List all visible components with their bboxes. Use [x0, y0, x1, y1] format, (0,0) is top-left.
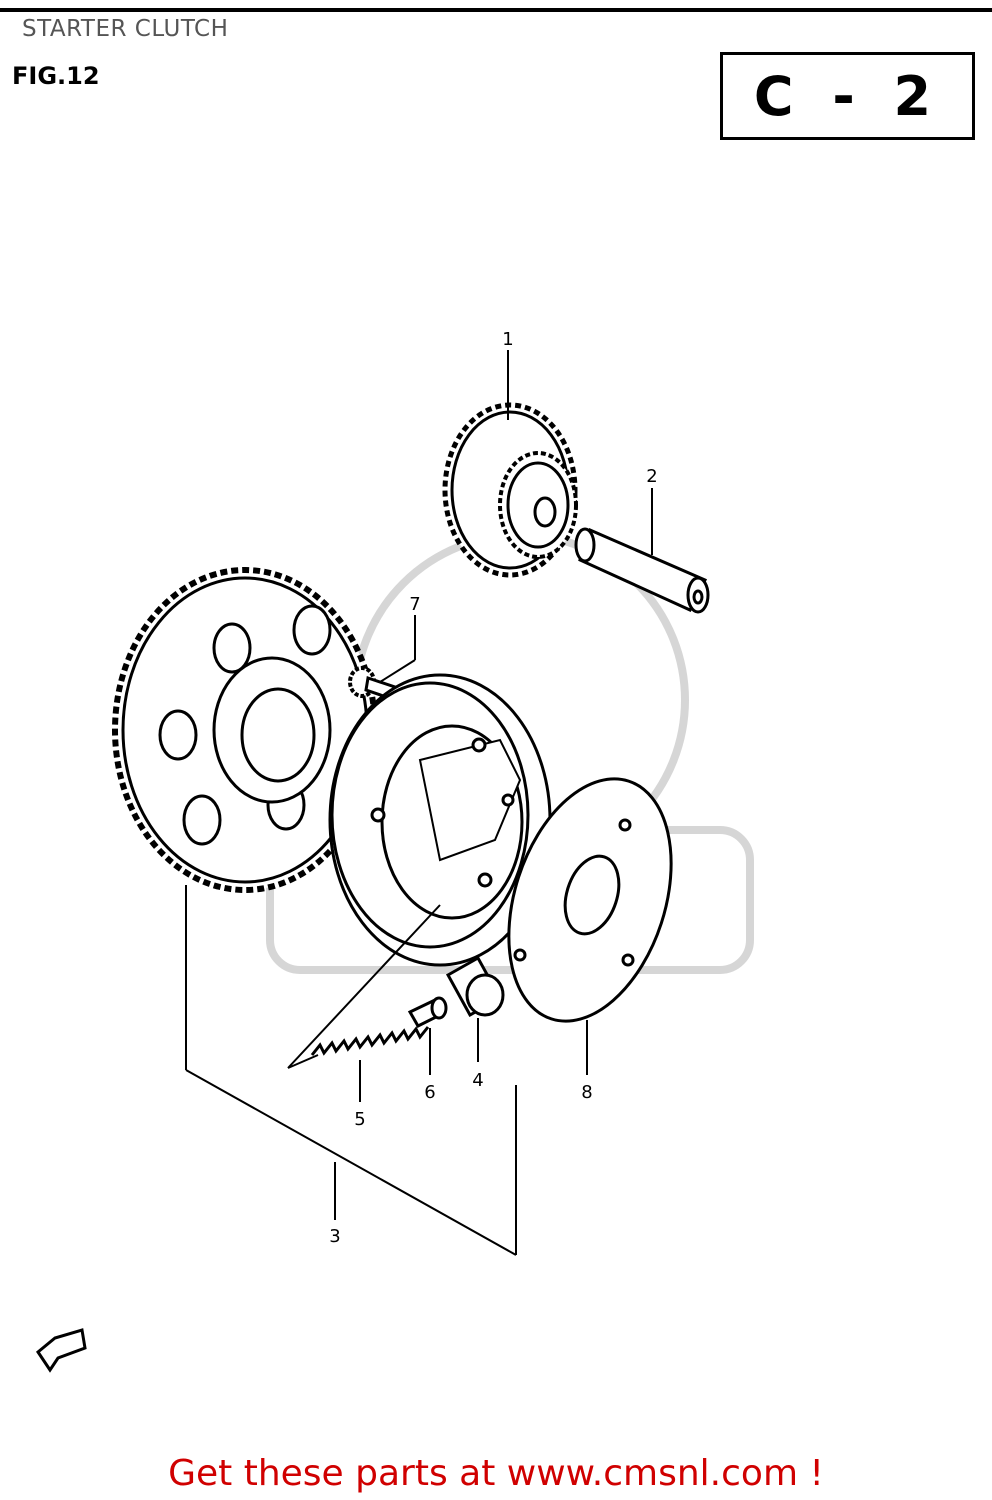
part-8-washer	[507, 777, 673, 1023]
part-4-roller	[445, 955, 505, 1018]
figure-label: FIG.12	[12, 62, 100, 90]
callout-6: 6	[424, 1082, 435, 1103]
part-5-spring	[310, 1026, 430, 1056]
leader-lines	[185, 350, 653, 1256]
callout-3: 3	[329, 1226, 340, 1247]
callout-7: 7	[409, 594, 420, 615]
callout-2: 2	[646, 466, 657, 487]
part-6-plunger	[407, 996, 448, 1028]
section-code-box: C - 2	[720, 52, 975, 140]
callout-1: 1	[502, 329, 513, 350]
callout-4: 4	[472, 1070, 483, 1091]
callout-5: 5	[354, 1109, 365, 1130]
callout-8: 8	[581, 1082, 592, 1103]
top-rule	[0, 8, 992, 12]
section-title: STARTER CLUTCH	[22, 16, 229, 42]
part-2-shaft	[574, 527, 710, 614]
promo-link[interactable]: Get these parts at www.cmsnl.com !	[168, 1453, 824, 1494]
front-arrow-icon	[35, 1328, 87, 1373]
part-1-idle-gear	[442, 402, 578, 578]
